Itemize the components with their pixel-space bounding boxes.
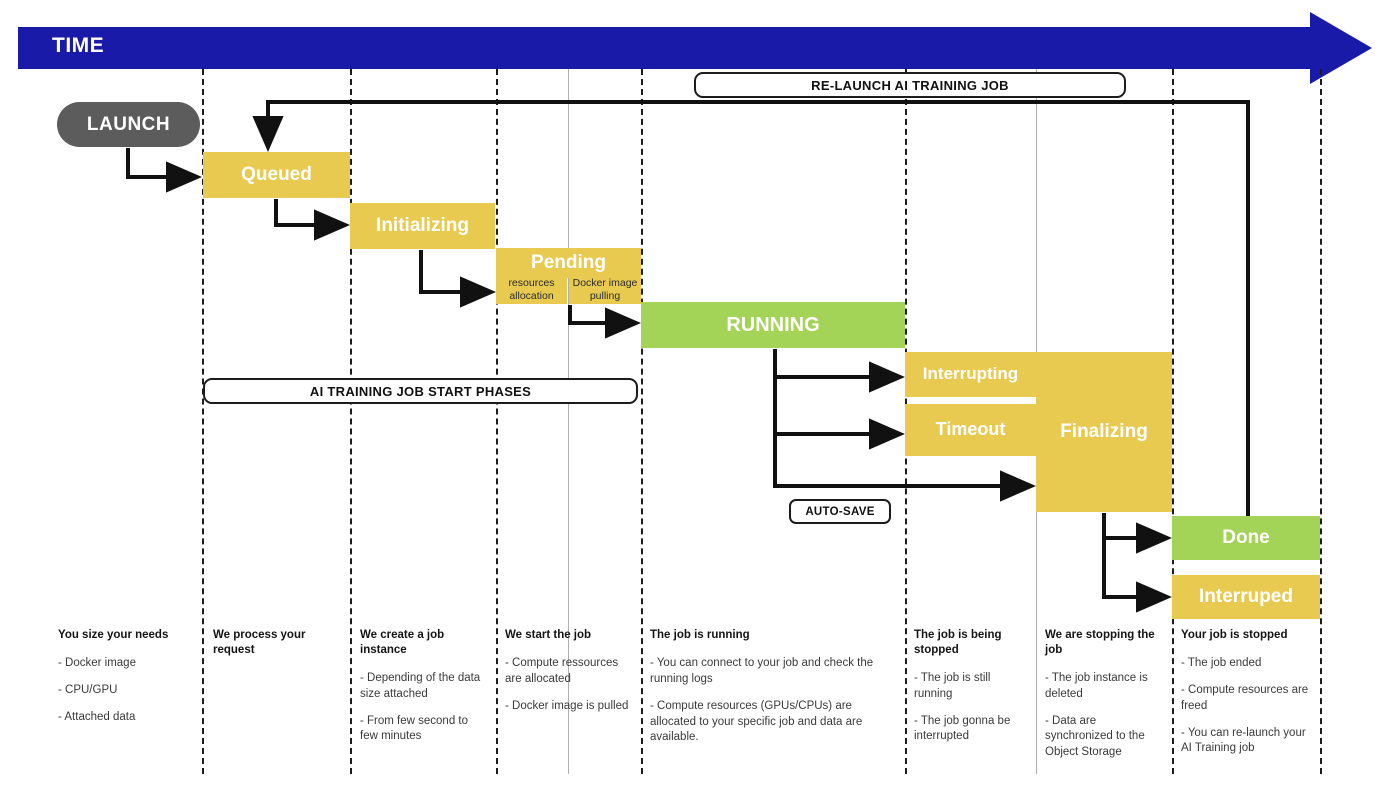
- desc-bullet: - The job is still running: [914, 671, 991, 700]
- desc-title: We are stopping the job: [1045, 629, 1155, 656]
- arrow-queued-to-initializing: [274, 199, 350, 241]
- desc-title: The job is running: [650, 629, 750, 641]
- time-axis-bar: [18, 27, 1328, 69]
- desc-size-needs: You size your needs - Docker image - CPU/G…: [58, 628, 192, 737]
- desc-bullet: - The job gonna be interrupted: [914, 714, 1011, 743]
- state-initializing[interactable]: Initializing: [350, 203, 495, 249]
- phase-divider-2: [350, 69, 352, 774]
- state-interrupted[interactable]: Interruped: [1172, 575, 1320, 619]
- desc-job-running: The job is running - You can connect to y…: [650, 628, 896, 757]
- phase-divider-4: [641, 69, 643, 774]
- desc-bullet: - From few second to few minutes: [360, 714, 469, 743]
- desc-title: We process your request: [213, 629, 306, 656]
- relaunch-caption-box: RE-LAUNCH AI TRAINING JOB: [694, 72, 1126, 98]
- desc-title: You size your needs: [58, 629, 169, 641]
- desc-bullet: - Depending of the data size attached: [360, 671, 481, 700]
- desc-bullet: - The job instance is deleted: [1045, 671, 1148, 700]
- desc-bullet: - Data are synchronized to the Object St…: [1045, 714, 1145, 759]
- state-running[interactable]: RUNNING: [641, 302, 905, 348]
- desc-bullet: - Compute ressources are allocated: [505, 656, 619, 685]
- desc-create-instance: We create a job instance - Depending of t…: [360, 628, 485, 756]
- desc-job-stopping: The job is being stopped - The job is sti…: [914, 628, 1027, 756]
- state-done[interactable]: Done: [1172, 516, 1320, 560]
- phase-divider-7: [1320, 69, 1322, 774]
- desc-bullet: - The job ended: [1181, 656, 1262, 669]
- state-interrupting[interactable]: Interrupting: [905, 352, 1036, 397]
- time-axis-label: TIME: [52, 34, 105, 57]
- desc-title: We create a job instance: [360, 629, 445, 656]
- desc-we-stopping: We are stopping the job - The job instanc…: [1045, 628, 1163, 772]
- state-finalizing[interactable]: Finalizing: [1036, 352, 1172, 512]
- arrow-finalizing-to-interrupted: [1102, 538, 1172, 613]
- substate-docker-image-pulling: Docker image pulling: [569, 275, 641, 304]
- arrow-initializing-to-pending: [419, 250, 496, 308]
- autosave-caption-box: AUTO-SAVE: [789, 499, 891, 524]
- start-phases-caption-box: AI TRAINING JOB START PHASES: [203, 378, 638, 404]
- arrow-launch-to-queued: [126, 148, 202, 193]
- desc-start-job: We start the job - Compute ressources are…: [505, 628, 631, 726]
- desc-bullet: - Compute resources (GPUs/CPUs) are allo…: [650, 699, 863, 744]
- desc-bullet: - Compute resources are freed: [1181, 683, 1309, 712]
- phase-divider-3: [496, 69, 498, 774]
- desc-bullet: - Attached data: [58, 710, 136, 723]
- desc-title: The job is being stopped: [914, 629, 1002, 656]
- desc-bullet: - Docker image is pulled: [505, 699, 629, 712]
- state-timeout[interactable]: Timeout: [905, 404, 1036, 456]
- phase-divider-1: [202, 69, 204, 774]
- arrow-pending-to-running: [568, 305, 641, 339]
- arrow-finalizing-to-done: [1102, 513, 1172, 554]
- substate-resources-allocation: resources allocation: [496, 275, 567, 304]
- phase-divider-6: [1172, 69, 1174, 774]
- desc-bullet: - CPU/GPU: [58, 683, 118, 696]
- desc-title: Your job is stopped: [1181, 629, 1288, 641]
- state-pending[interactable]: Pending: [496, 248, 641, 278]
- launch-pill[interactable]: LAUNCH: [57, 102, 200, 147]
- desc-title: We start the job: [505, 629, 592, 641]
- desc-process-request: We process your request: [213, 628, 339, 671]
- desc-bullet: - You can connect to your job and check …: [650, 656, 874, 685]
- desc-job-stopped: Your job is stopped - The job ended - Comp…: [1181, 628, 1311, 768]
- desc-bullet: - You can re-launch your AI Training job: [1181, 726, 1306, 755]
- desc-bullet: - Docker image: [58, 656, 136, 669]
- state-queued[interactable]: Queued: [203, 152, 350, 198]
